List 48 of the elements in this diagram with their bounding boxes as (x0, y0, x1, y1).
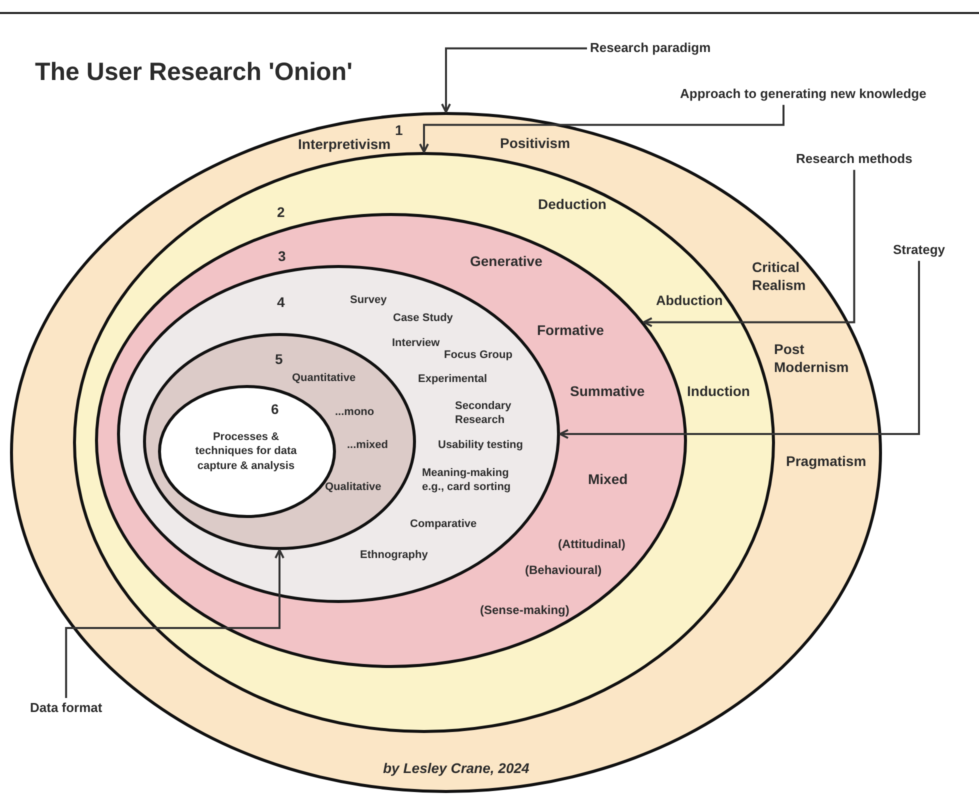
layer-label: Case Study (393, 311, 453, 326)
layer-label: Experimental (418, 372, 488, 386)
ring-number: 1 (395, 121, 403, 140)
layer-label: ...mixed (347, 438, 388, 452)
leader-arrow (441, 47, 587, 113)
layer-label: Interpretivism (298, 135, 391, 154)
layer-label: Generative (470, 252, 542, 270)
layer-label: Interview (392, 336, 440, 350)
layer-label: Formative (537, 321, 604, 340)
layer-label: Deduction (538, 195, 606, 214)
callout-label: Research paradigm (590, 40, 711, 57)
ring-number: 3 (278, 247, 286, 266)
ring-number: 5 (275, 350, 283, 368)
callout-label: Research methods (796, 151, 912, 168)
leader-arrow (559, 260, 920, 439)
layer-label: Ethnography (360, 548, 428, 562)
layer-label: (Behavioural) (525, 563, 602, 579)
layer-label: (Attitudinal) (558, 537, 626, 553)
layer-label: Summative (570, 382, 645, 400)
layer-label: Usability testing (438, 438, 523, 452)
layer-label: Qualitative (325, 480, 382, 494)
layer-label: Processes & techniques for data capture & analysis (194, 430, 298, 473)
layer-label: Critical Realism (752, 258, 807, 294)
title: The User Research 'Onion' (35, 57, 353, 88)
leader-arrow (419, 104, 784, 153)
layer-label: Secondary Research (455, 399, 512, 428)
callout-label: Data format (30, 700, 102, 717)
leader-arrow (642, 170, 856, 328)
callout-label: Approach to generating new knowledge (680, 86, 926, 103)
callout-label: Strategy (893, 242, 946, 259)
ring-number: 2 (277, 203, 285, 222)
layer-label: Post Modernism (774, 340, 850, 376)
layer-label: Mixed (588, 470, 628, 488)
caption: by Lesley Crane, 2024 (383, 759, 530, 778)
layer-label: Survey (350, 293, 387, 308)
leader-arrow (65, 549, 284, 698)
layer-label: Focus Group (444, 348, 512, 362)
layer-label: (Sense-making) (480, 603, 570, 619)
layer-label: Meaning-making e.g., card sorting (422, 466, 512, 495)
layer-label: ...mono (335, 405, 374, 420)
layer-label: Comparative (410, 517, 477, 532)
ring-number: 6 (271, 400, 279, 418)
ring-number: 4 (277, 293, 285, 312)
layer-label: Quantitative (292, 371, 356, 386)
layer-label: Abduction (656, 292, 723, 310)
layer-label: Pragmatism (786, 452, 866, 470)
layer-label: Induction (687, 382, 750, 400)
layer-label: Positivism (500, 134, 570, 152)
